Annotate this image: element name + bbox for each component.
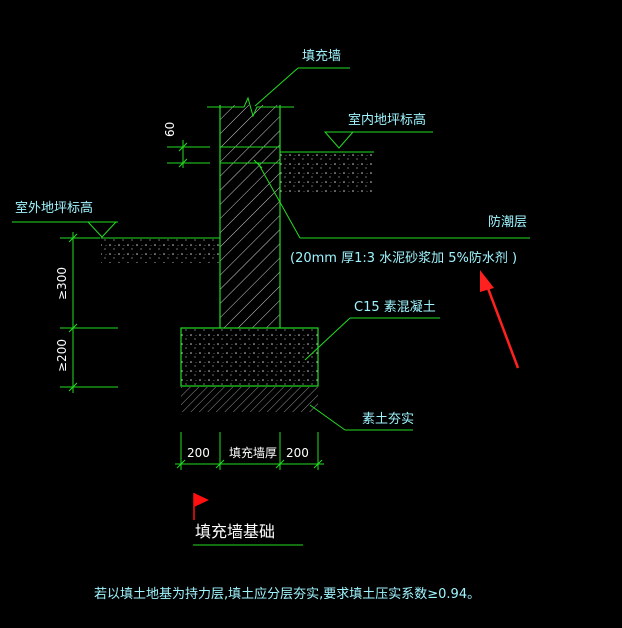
infill-wall-leader: [254, 67, 350, 107]
label-rammed-soil: 素土夯实: [362, 412, 414, 427]
indoor-elevation-mark: [323, 131, 433, 149]
dimension-60: [167, 140, 210, 168]
rammed-soil-leader: [309, 404, 413, 431]
drawing-title: 填充墙基础: [195, 522, 275, 541]
flag-icon: [193, 493, 209, 520]
damp-proof-leader: [253, 159, 530, 239]
label-damp-proof-spec: (20mm 厚1:3 水泥砂浆加 5%防水剂 ): [290, 250, 517, 266]
dimension-vertical-left: [60, 232, 118, 393]
dim-label-200-vertical: ≥200: [55, 339, 69, 372]
footnote: 若以填土地基为持力层,填土应分层夯实,要求填土压实系数≥0.94。: [94, 586, 480, 602]
red-arrow-annotation: [480, 270, 520, 369]
dim-label-wall-thickness: 填充墙厚: [229, 445, 277, 460]
label-infill-wall: 填充墙: [302, 48, 341, 64]
label-damp-proof: 防潮层: [488, 214, 527, 230]
infill-wall-body: [207, 96, 294, 328]
label-outdoor-ground: 室外地坪标高: [15, 200, 93, 216]
dim-label-300: ≥300: [55, 267, 69, 300]
dim-label-60: 60: [163, 122, 177, 137]
rammed-soil-hatch: [181, 387, 318, 412]
outdoor-elevation-mark: [12, 221, 118, 238]
concrete-footing: [180, 327, 319, 387]
dim-label-200-right: 200: [286, 446, 309, 460]
indoor-ground-hatch: [280, 151, 374, 194]
concrete-leader: [304, 317, 440, 361]
label-concrete: C15 素混凝土: [354, 299, 436, 315]
label-indoor-floor: 室内地坪标高: [348, 112, 426, 128]
dim-label-200-left: 200: [187, 446, 210, 460]
outdoor-ground-hatch: [101, 237, 220, 263]
dimension-horizontal: [175, 432, 324, 470]
